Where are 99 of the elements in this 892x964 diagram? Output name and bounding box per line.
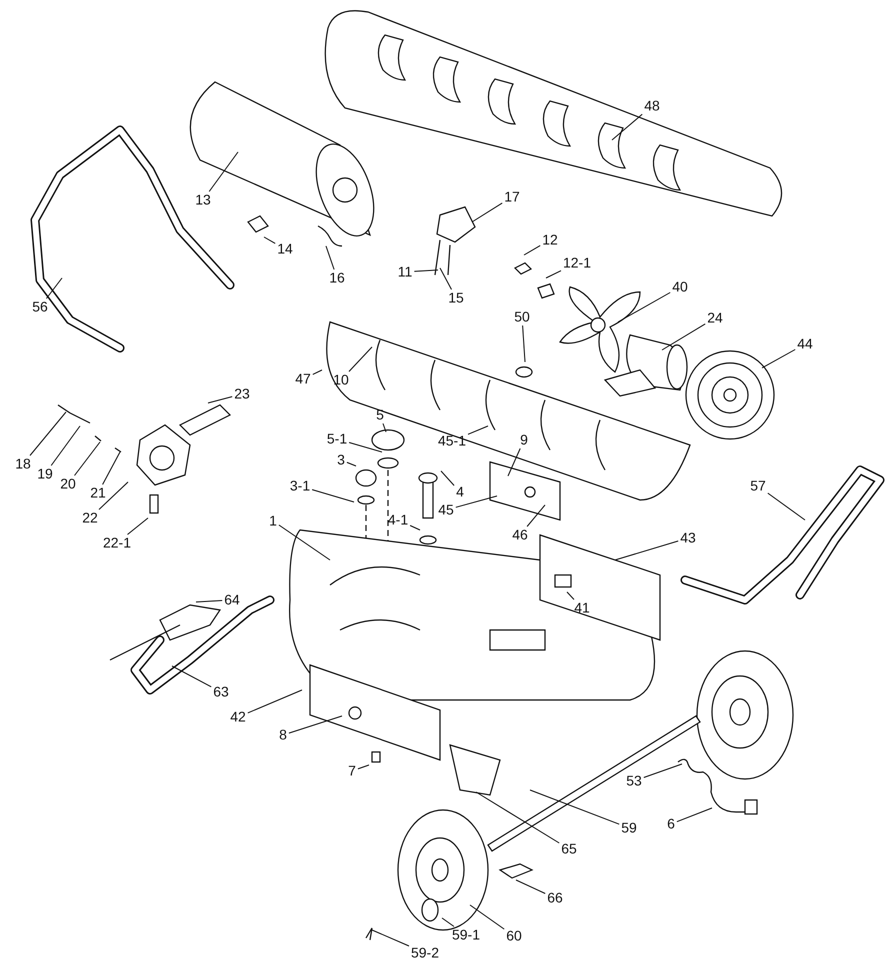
leader-line xyxy=(74,442,100,476)
callout-number: 5-1 xyxy=(326,432,348,446)
leader-line xyxy=(472,202,503,222)
leader-line xyxy=(348,442,382,452)
callout-number: 59-2 xyxy=(410,946,440,960)
leader-line xyxy=(455,496,498,508)
callout-number: 59 xyxy=(620,820,638,836)
callout-number: 48 xyxy=(643,98,661,114)
leader-line xyxy=(476,792,560,844)
callout-number: 10 xyxy=(332,372,350,388)
callout-number: 7 xyxy=(347,764,357,778)
callout-number: 12-1 xyxy=(562,256,592,270)
callout-number: 45 xyxy=(437,502,455,518)
leader-line xyxy=(312,489,354,502)
callout-number: 41 xyxy=(573,600,591,616)
leader-line xyxy=(208,396,233,404)
leader-line xyxy=(196,600,223,602)
callout-number: 16 xyxy=(328,270,346,286)
callout-number: 43 xyxy=(679,530,697,546)
callout-number: 50 xyxy=(513,310,531,324)
callout-number: 17 xyxy=(503,190,521,204)
leader-line xyxy=(127,518,148,535)
callout-number: 11 xyxy=(396,264,414,280)
callout-number: 3 xyxy=(336,452,346,468)
leader-line xyxy=(676,808,712,822)
leader-line xyxy=(102,452,120,485)
leader-line xyxy=(46,278,62,299)
callout-number: 1 xyxy=(268,514,278,528)
leader-line xyxy=(98,482,128,510)
leader-line xyxy=(662,323,706,350)
callout-number: 12 xyxy=(541,232,559,248)
callout-number: 6 xyxy=(666,816,676,832)
leader-line xyxy=(172,666,212,688)
leader-line xyxy=(442,918,454,927)
leader-line xyxy=(767,492,806,520)
callout-number: 40 xyxy=(671,280,689,294)
leader-line xyxy=(522,325,526,362)
callout-number: 64 xyxy=(223,592,241,608)
callout-number: 66 xyxy=(546,890,564,906)
callout-number: 14 xyxy=(276,242,294,256)
leader-line xyxy=(382,423,386,432)
leader-line xyxy=(468,426,488,435)
callout-number: 13 xyxy=(194,192,212,208)
callout-number: 24 xyxy=(706,310,724,326)
leader-line xyxy=(566,592,574,600)
leader-line xyxy=(30,412,66,456)
leader-line xyxy=(614,540,679,560)
leader-line xyxy=(546,270,562,278)
callout-number: 22-1 xyxy=(102,536,132,550)
leader-line xyxy=(326,246,335,270)
leader-line xyxy=(516,880,546,894)
callout-number: 23 xyxy=(233,386,251,402)
leader-line xyxy=(643,764,682,778)
leader-line xyxy=(508,448,521,476)
callout-number: 53 xyxy=(625,774,643,788)
leader-line xyxy=(264,236,276,244)
callout-number: 47 xyxy=(294,372,312,386)
callout-number: 4 xyxy=(455,484,465,500)
callout-number: 21 xyxy=(89,486,107,500)
leader-line xyxy=(346,462,356,466)
callout-number: 57 xyxy=(749,478,767,494)
leader-line xyxy=(414,270,438,272)
callout-number: 63 xyxy=(212,684,230,700)
leader-line xyxy=(50,426,80,466)
callout-number: 46 xyxy=(511,528,529,542)
leader-line xyxy=(208,152,238,192)
leader-line xyxy=(618,292,671,322)
callout-number: 8 xyxy=(278,728,288,742)
leader-line xyxy=(247,690,302,714)
callout-number: 22 xyxy=(81,510,99,526)
callout-number: 44 xyxy=(796,336,814,352)
leader-line xyxy=(312,370,322,375)
leader-line xyxy=(410,525,420,530)
callout-number: 20 xyxy=(59,476,77,492)
leader-line xyxy=(612,114,643,140)
leader-line xyxy=(357,764,370,770)
callout-number: 9 xyxy=(519,432,529,448)
leader-line xyxy=(440,268,452,290)
leader-line xyxy=(526,504,546,527)
callout-number: 56 xyxy=(31,300,49,314)
leader-line xyxy=(762,349,796,368)
leader-line xyxy=(372,930,410,946)
callout-number: 42 xyxy=(229,710,247,724)
leader-line xyxy=(530,790,620,825)
callout-number: 18 xyxy=(14,456,32,472)
leader-line xyxy=(278,524,330,560)
callout-number: 3-1 xyxy=(288,478,312,494)
leader-line xyxy=(348,346,372,372)
leader-line xyxy=(524,245,541,256)
callout-number: 65 xyxy=(560,842,578,856)
leader-line xyxy=(470,904,505,930)
leader-line xyxy=(440,470,455,486)
callout-number: 59-1 xyxy=(450,928,482,942)
callout-number: 45-1 xyxy=(436,434,468,448)
callout-number: 4-1 xyxy=(386,512,410,528)
callout-number: 15 xyxy=(447,290,465,306)
callout-number: 19 xyxy=(36,466,54,482)
callout-number: 60 xyxy=(505,928,523,944)
leader-line xyxy=(288,716,342,734)
